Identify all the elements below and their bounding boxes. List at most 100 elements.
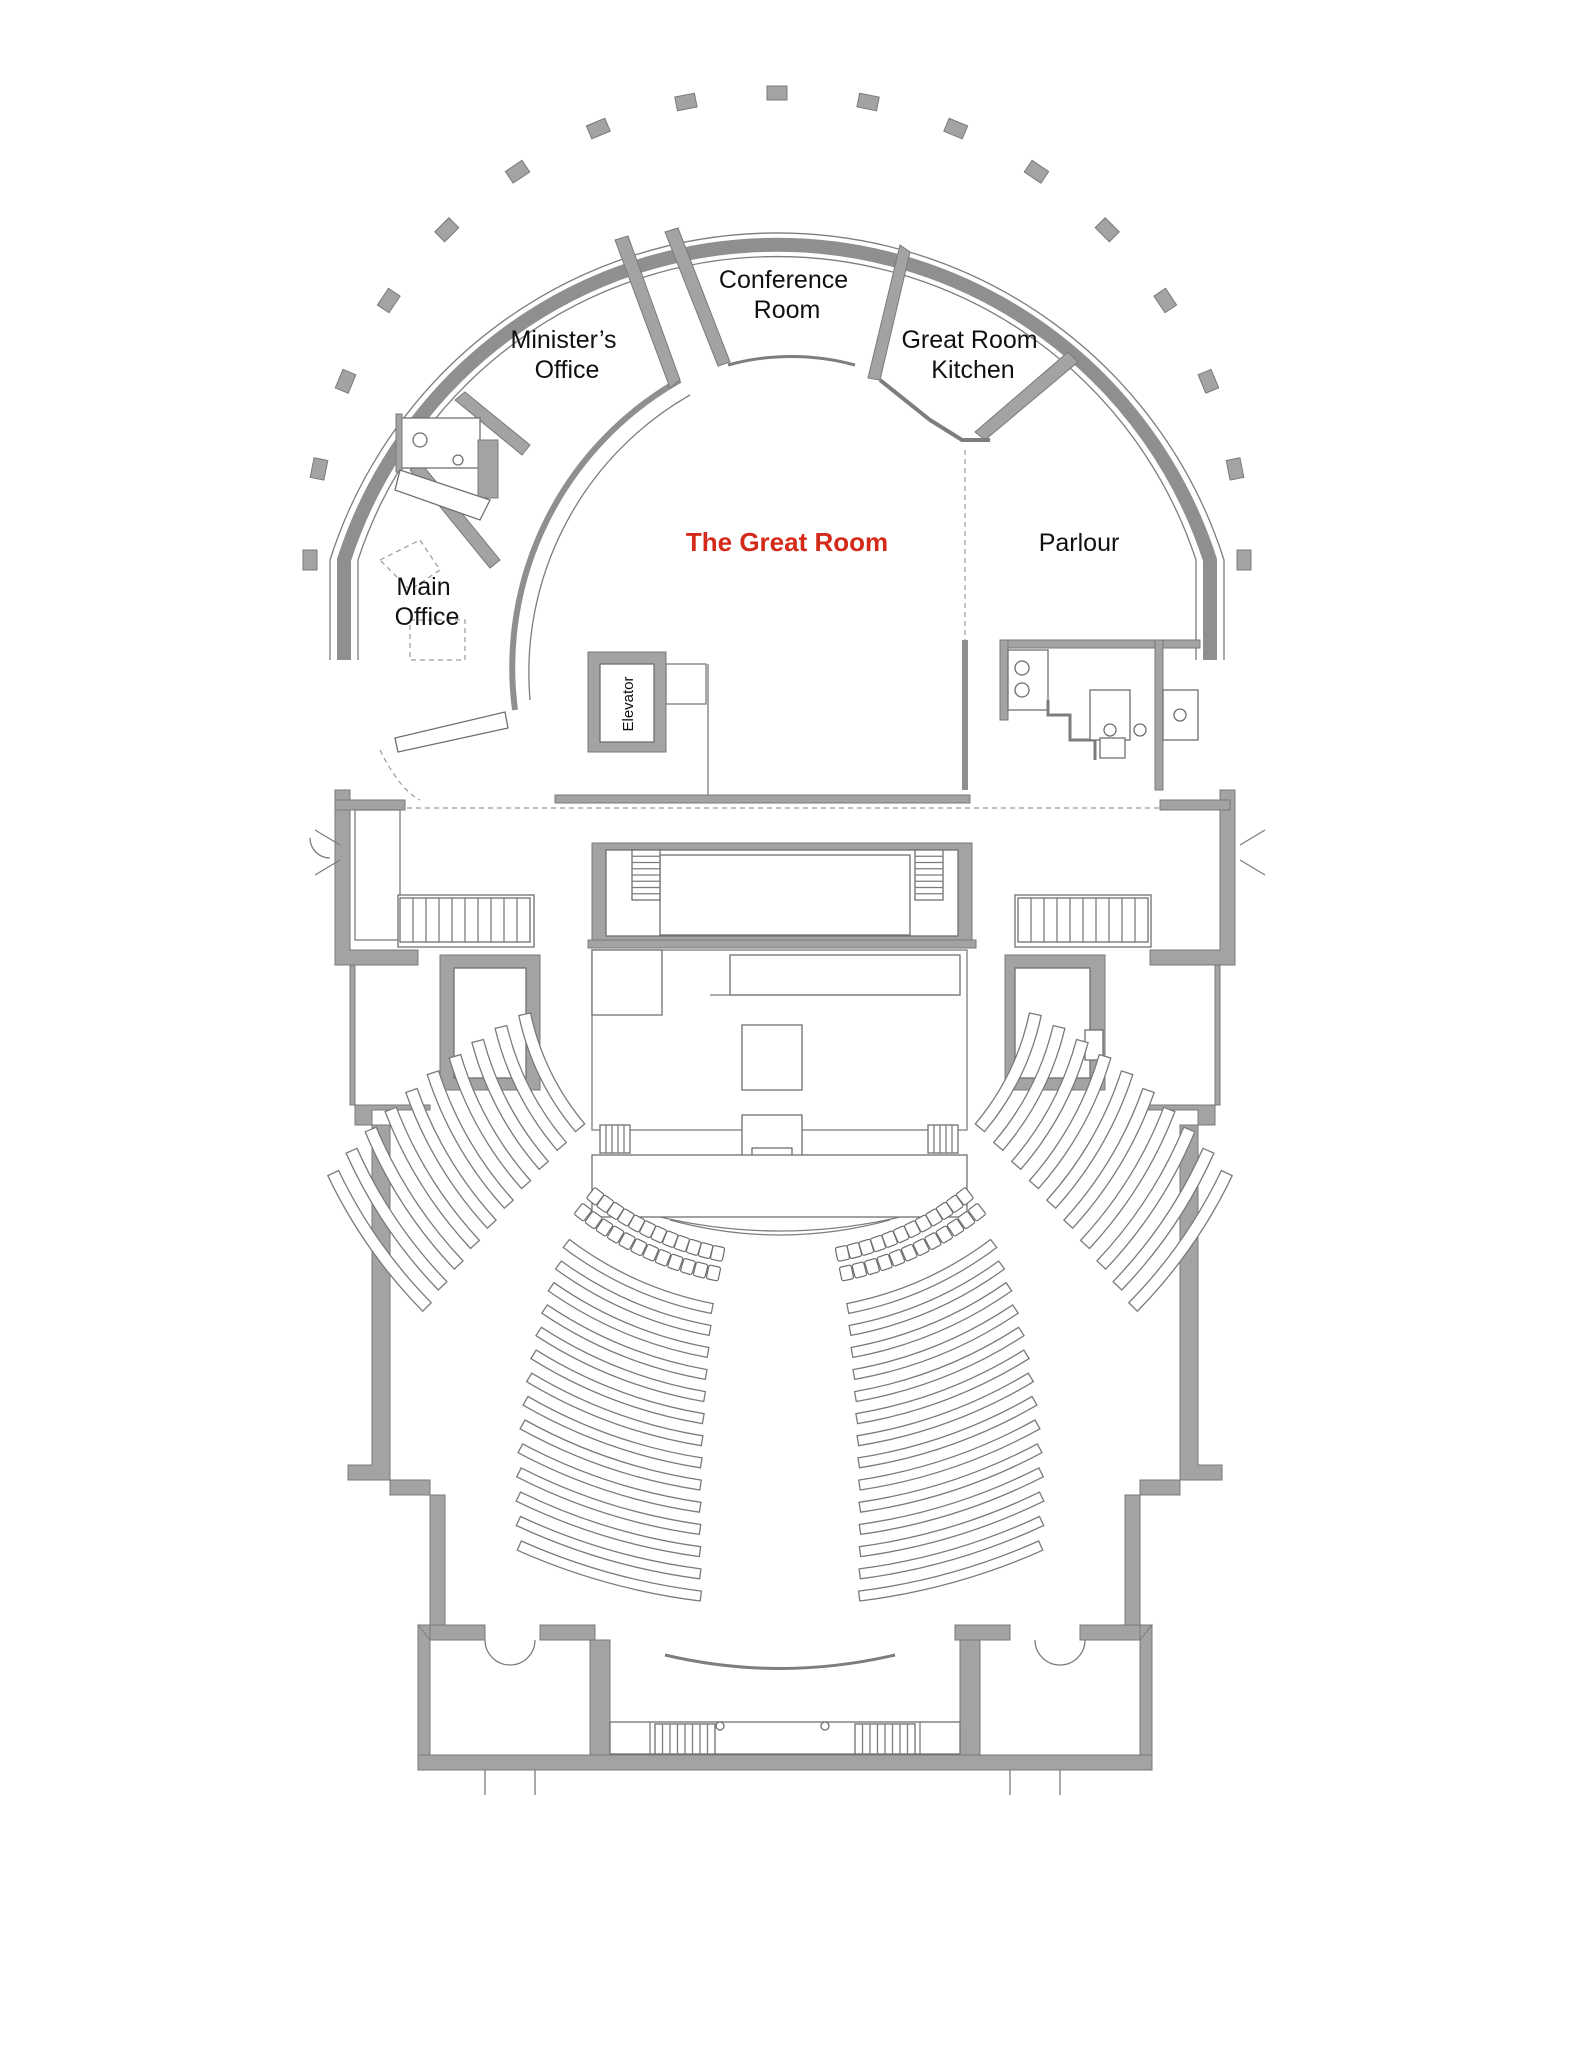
chair [912, 1238, 930, 1257]
great-room-kitchen-label: Great Room Kitchen [901, 326, 1044, 384]
pew [535, 1326, 707, 1403]
pew [547, 1281, 710, 1359]
sanctuary-pews [326, 1012, 1234, 1602]
chair [924, 1232, 942, 1251]
pew [515, 1515, 702, 1580]
rear-doors [484, 1639, 1086, 1795]
elevator-label: Elevator [620, 676, 637, 731]
pew [858, 1491, 1045, 1558]
pew [1079, 1106, 1176, 1250]
chair [667, 1253, 684, 1272]
chair [654, 1249, 672, 1267]
pew [857, 1419, 1041, 1491]
east-entry [1239, 829, 1266, 876]
pew [1028, 1053, 1112, 1190]
chair [935, 1225, 953, 1244]
pew [515, 1467, 702, 1536]
pew [530, 1349, 705, 1425]
chair [955, 1187, 974, 1206]
sanctuary-chairs [574, 1187, 986, 1282]
chair [618, 1232, 636, 1251]
stair-run [599, 1124, 631, 1154]
pew [992, 1024, 1066, 1152]
buttress [434, 217, 460, 243]
parlour-label: Parlour [1039, 529, 1120, 557]
pew [856, 1372, 1035, 1447]
chair [607, 1225, 625, 1244]
pew [519, 1419, 703, 1491]
ministers-office-label: Minister’s Office [511, 326, 624, 384]
stair-run [927, 1124, 959, 1154]
chair [900, 1243, 918, 1262]
east-stair-block [1014, 789, 1236, 966]
pew [855, 1349, 1030, 1425]
pew [404, 1087, 498, 1230]
buttress [1094, 217, 1120, 243]
buttress [585, 117, 611, 140]
main-office-label: Main Office [395, 573, 460, 631]
pew [974, 1012, 1042, 1133]
pew [554, 1260, 712, 1337]
pew [494, 1024, 568, 1152]
buttress [504, 159, 531, 184]
kitchen-wall [878, 378, 990, 442]
chair [692, 1261, 709, 1279]
pew [1096, 1126, 1196, 1271]
buttress [766, 85, 788, 101]
pew [853, 1326, 1025, 1403]
pew [326, 1169, 433, 1313]
chair [946, 1218, 965, 1237]
chair [584, 1211, 603, 1230]
great-room-label: The Great Room [686, 527, 888, 557]
chair [595, 1218, 614, 1237]
west-stair-block [334, 789, 535, 966]
chair [864, 1257, 880, 1276]
buttress [334, 368, 357, 394]
pew [345, 1147, 448, 1291]
chair [630, 1238, 648, 1257]
narthex-north-wall [554, 794, 971, 804]
main-office-counter [394, 469, 491, 521]
buttress [1023, 159, 1050, 184]
apse-buttresses [302, 85, 1252, 571]
pew [848, 1260, 1006, 1337]
pew [858, 1467, 1045, 1536]
parlour-restrooms [999, 639, 1201, 791]
pew [471, 1038, 550, 1171]
communion-table [741, 1024, 803, 1091]
pew [525, 1372, 704, 1447]
buttress [302, 549, 318, 571]
chancel-platform [591, 949, 968, 1236]
pew [850, 1281, 1013, 1359]
rear-narthex [417, 1623, 1153, 1771]
buttress [943, 117, 969, 140]
great-room-curved-wall [509, 377, 682, 711]
pew [384, 1106, 481, 1250]
buttress [309, 457, 329, 481]
pew [426, 1070, 515, 1210]
pew [857, 1540, 1044, 1602]
chair [957, 1211, 976, 1230]
chair [888, 1249, 906, 1267]
buttress [856, 92, 880, 112]
chair [586, 1187, 605, 1206]
buttress [376, 287, 401, 314]
sanctuary-wall [335, 964, 446, 1641]
pew [540, 1303, 708, 1381]
pew [1127, 1169, 1234, 1313]
pew [1062, 1087, 1156, 1230]
pew [1112, 1147, 1215, 1291]
pew [858, 1443, 1043, 1513]
pew [1010, 1038, 1089, 1171]
pew [364, 1126, 464, 1271]
pew [517, 1443, 702, 1513]
pew [522, 1395, 703, 1469]
main-office-storage [394, 711, 509, 753]
pew [846, 1238, 998, 1315]
pew [852, 1303, 1020, 1381]
great-room-curved-wall-inner [528, 394, 691, 701]
pew [515, 1491, 702, 1558]
pew [562, 1238, 714, 1315]
west-entry [309, 829, 341, 876]
